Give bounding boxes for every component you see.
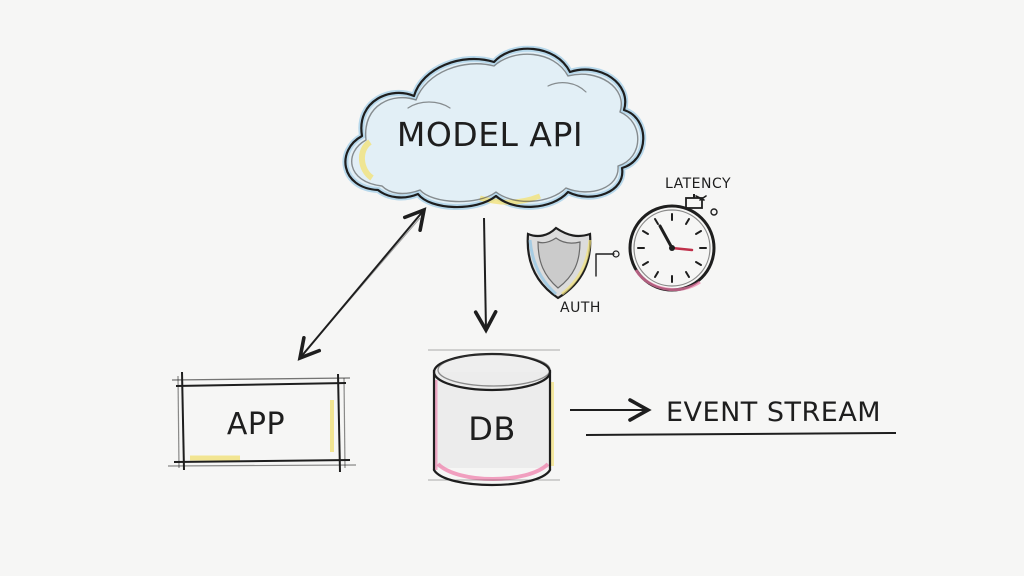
auth-label: AUTH (560, 300, 601, 316)
latency-label: LATENCY (665, 176, 731, 192)
event-stream-underline (585, 432, 897, 436)
app-box (167, 371, 357, 473)
shield-icon (526, 226, 592, 300)
model-api-cloud (342, 45, 647, 210)
app-label: APP (227, 407, 285, 442)
app-model-api-double-arrow (297, 207, 427, 361)
model-api-label: MODEL API (397, 115, 583, 154)
model-api-to-db-arrow (473, 217, 498, 334)
event-stream-label: EVENT STREAM (666, 397, 881, 428)
db-cylinder (428, 349, 560, 487)
db-label: DB (468, 410, 516, 448)
stopwatch-icon (628, 194, 718, 292)
